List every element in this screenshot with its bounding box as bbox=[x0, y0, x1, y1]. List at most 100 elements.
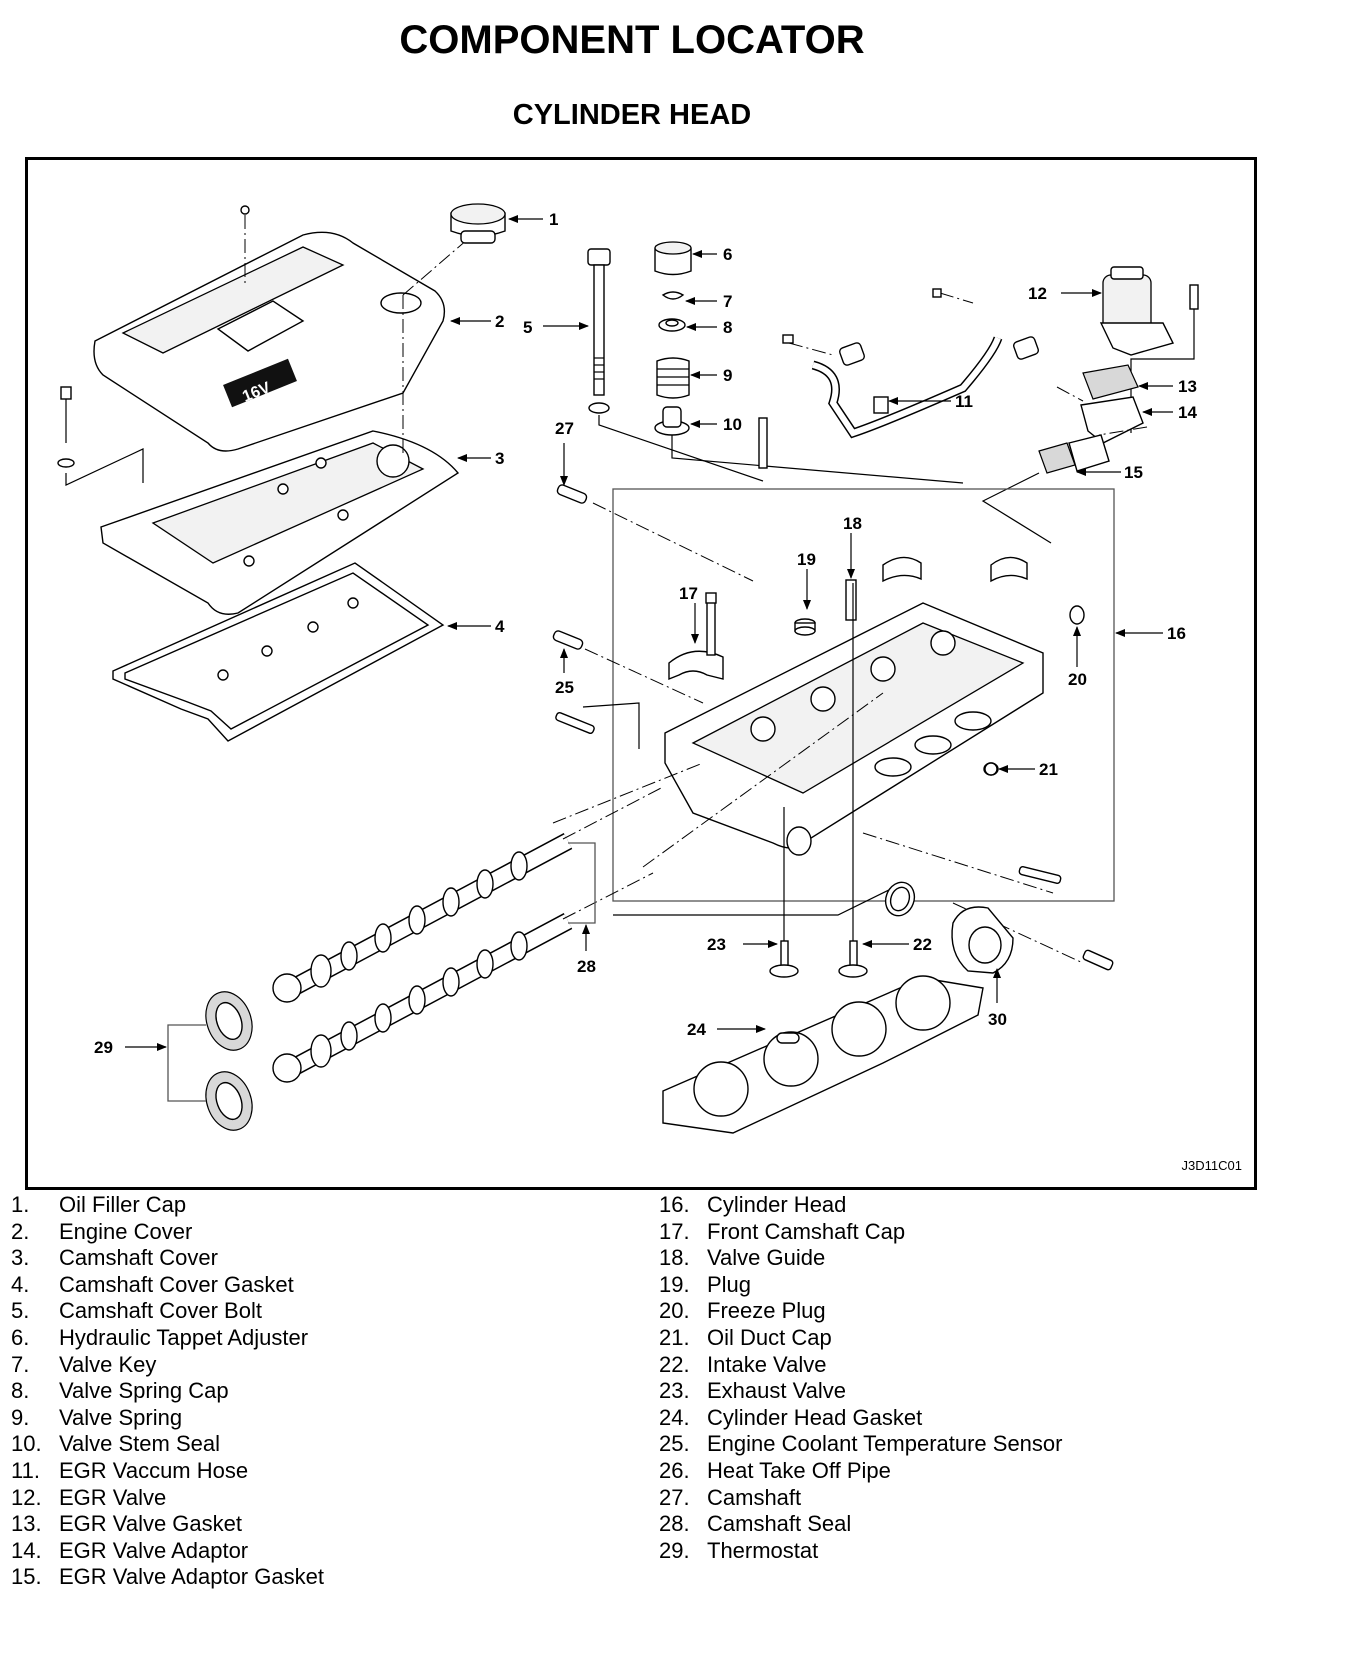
callout-10: 10 bbox=[723, 415, 742, 434]
legend-item: 22. Intake Valve bbox=[659, 1352, 1062, 1379]
legend-item-label: Cylinder Head bbox=[707, 1192, 847, 1217]
legend-item: 4.Camshaft Cover Gasket bbox=[11, 1272, 324, 1299]
legend-item-label: Front Camshaft Cap bbox=[707, 1218, 906, 1244]
legend-item: 18.Valve Guide bbox=[659, 1245, 1062, 1272]
legend-item: 29.Thermostat bbox=[659, 1538, 1062, 1565]
callout-4: 4 bbox=[495, 617, 505, 636]
camshaft-stub-part bbox=[556, 484, 588, 504]
camshaft-cover-gasket-part bbox=[112, 562, 445, 742]
callout-14: 14 bbox=[1178, 403, 1197, 422]
legend-item-label: Engine Cover bbox=[59, 1218, 193, 1244]
callout-24: 24 bbox=[687, 1020, 706, 1039]
legend-item-label: Hydraulic Tappet Adjuster bbox=[59, 1324, 309, 1350]
legend-item-number: 11. bbox=[11, 1457, 40, 1483]
callout-labels: 1 2 3 4 5 6 7 8 9 10 11 12 13 14 15 16 1… bbox=[94, 210, 1197, 1057]
callout-11: 11 bbox=[955, 392, 973, 411]
diagram-canvas: 16V bbox=[57, 203, 1199, 1134]
cylinder-head-part bbox=[664, 602, 1044, 856]
legend-item: 16.Cylinder Head bbox=[659, 1192, 1062, 1219]
callout-22: 22 bbox=[913, 935, 932, 954]
legend-item: 26.Heat Take Off Pipe bbox=[659, 1458, 1062, 1485]
legend-item-number: 10. bbox=[11, 1431, 42, 1457]
legend-item-label: Valve Stem Seal bbox=[59, 1431, 221, 1457]
legend-item-label: Oil Duct Cap bbox=[707, 1324, 832, 1350]
legend-item: 3. Camshaft Cover bbox=[11, 1245, 324, 1272]
legend-item: 8.Valve Spring Cap bbox=[11, 1378, 324, 1405]
callout-1: 1 bbox=[549, 210, 558, 229]
heat-take-off-pipe-part bbox=[555, 712, 595, 734]
egr-vacuum-hose-part bbox=[782, 288, 1039, 439]
legend-item-number: 29. bbox=[659, 1537, 690, 1563]
thermostat-housing-part bbox=[951, 906, 1014, 974]
legend-item-number: 6. bbox=[11, 1324, 30, 1350]
legend-item-number: 21. bbox=[659, 1324, 690, 1350]
legend-item: 17. Front Camshaft Cap bbox=[659, 1219, 1062, 1246]
oil-filler-cap-part bbox=[450, 203, 506, 244]
callout-17: 17 bbox=[679, 584, 698, 603]
legend-item: 21. Oil Duct Cap bbox=[659, 1325, 1062, 1352]
legend-item: 2. Engine Cover bbox=[11, 1219, 324, 1246]
camshaft-cover-bolt-part bbox=[587, 248, 764, 482]
legend-item-label: Camshaft bbox=[707, 1484, 802, 1510]
camshaft-upper-part bbox=[272, 833, 573, 1003]
legend-item-number: 2. bbox=[11, 1218, 30, 1244]
camshaft-seal-parts bbox=[167, 991, 253, 1131]
legend-item-label: EGR Valve Gasket bbox=[59, 1511, 242, 1537]
legend-item: 24.Cylinder Head Gasket bbox=[659, 1405, 1062, 1432]
legend-item-label: Plug bbox=[707, 1271, 752, 1297]
legend-item-number: 17. bbox=[659, 1218, 690, 1244]
callout-19: 19 bbox=[797, 550, 816, 569]
callout-2: 2 bbox=[495, 312, 504, 331]
legend-item-number: 19. bbox=[659, 1271, 690, 1297]
legend-item-label: Valve Spring bbox=[59, 1404, 183, 1430]
oil-duct-cap-part bbox=[984, 762, 998, 776]
callout-21: 21 bbox=[1039, 760, 1058, 779]
legend-item-number: 9. bbox=[11, 1404, 30, 1430]
legend-item-number: 22. bbox=[659, 1351, 690, 1377]
callout-9: 9 bbox=[723, 366, 732, 385]
callout-13: 13 bbox=[1178, 377, 1197, 396]
legend-item-number: 18. bbox=[659, 1245, 690, 1271]
callout-18: 18 bbox=[843, 514, 862, 533]
legend-item: 19. Plug bbox=[659, 1272, 1062, 1299]
legend-item: 27. Camshaft bbox=[659, 1485, 1062, 1512]
legend-item: 10. Valve Stem Seal bbox=[11, 1431, 324, 1458]
callout-20: 20 bbox=[1068, 670, 1087, 689]
engine-cover-part: 16V bbox=[93, 231, 446, 452]
coolant-sensor-part bbox=[552, 630, 584, 650]
section-subtitle: CYLINDER HEAD bbox=[512, 99, 752, 131]
legend-item: 1.Oil Filler Cap bbox=[11, 1192, 324, 1219]
figure-code: J3D11C01 bbox=[1181, 1158, 1242, 1173]
legend-item: 28.Camshaft Seal bbox=[659, 1511, 1062, 1538]
egr-valve-part bbox=[981, 266, 1199, 544]
cylinder-head-group-box bbox=[612, 488, 1115, 902]
legend-item-number: 15. bbox=[11, 1564, 42, 1590]
stud-bolt bbox=[758, 417, 768, 469]
legend-item-label: EGR Valve Adaptor bbox=[59, 1537, 249, 1563]
callout-30: 30 bbox=[988, 1010, 1007, 1029]
legend-item: 9. Valve Spring bbox=[11, 1405, 324, 1432]
legend-item-number: 27. bbox=[659, 1484, 690, 1510]
legend-item: 6. Hydraulic Tappet Adjuster bbox=[11, 1325, 324, 1352]
legend-item-label: Intake Valve bbox=[707, 1351, 827, 1377]
legend-item: 14.EGR Valve Adaptor bbox=[11, 1538, 324, 1565]
legend-item-label: EGR Vaccum Hose bbox=[59, 1457, 249, 1483]
legend-item-number: 20. bbox=[659, 1298, 690, 1324]
legend-item-label: Engine Coolant Temperature Sensor bbox=[707, 1431, 1063, 1457]
legend-item: 11. EGR Vaccum Hose bbox=[11, 1458, 324, 1485]
legend-item-number: 3. bbox=[11, 1245, 30, 1271]
legend-item-label: Exhaust Valve bbox=[707, 1378, 847, 1404]
callout-16: 16 bbox=[1167, 624, 1186, 643]
legend-item-number: 23. bbox=[659, 1378, 690, 1404]
callout-28: 28 bbox=[577, 957, 596, 976]
legend-item-label: Freeze Plug bbox=[707, 1298, 826, 1324]
callout-27: 27 bbox=[555, 419, 574, 438]
legend-item: 7.Valve Key bbox=[11, 1352, 324, 1379]
callout-5: 5 bbox=[523, 318, 532, 337]
callout-leaders bbox=[125, 215, 1173, 1051]
legend-item-label: Camshaft Cover bbox=[59, 1245, 218, 1271]
camshaft-cover-part bbox=[100, 430, 460, 615]
legend-item-label: Heat Take Off Pipe bbox=[707, 1457, 891, 1483]
